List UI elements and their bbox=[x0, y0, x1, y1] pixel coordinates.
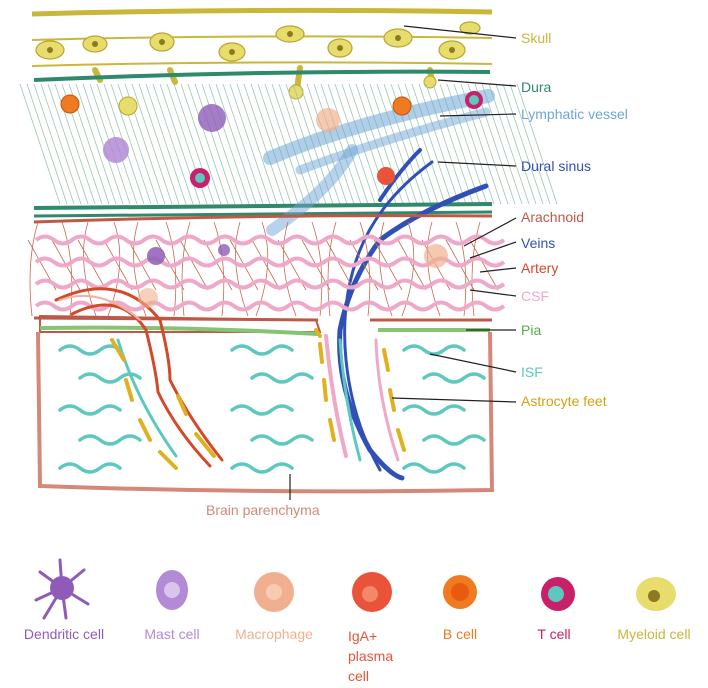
legend-dendritic-cell: Dendritic cell bbox=[6, 626, 122, 642]
label-csf: CSF bbox=[521, 288, 549, 304]
label-arachnoid: Arachnoid bbox=[521, 209, 584, 225]
label-skull: Skull bbox=[521, 30, 551, 46]
legend-t-cell: T cell bbox=[522, 626, 586, 642]
legend-icons bbox=[36, 560, 676, 618]
legend-iga-plasma-cell: IgA+ plasma cell bbox=[348, 626, 396, 686]
myeloid-cell-icon bbox=[636, 577, 676, 611]
label-astrocyte-feet: Astrocyte feet bbox=[521, 393, 607, 409]
label-dura: Dura bbox=[521, 79, 551, 95]
iga-plasma-cell-icon bbox=[352, 572, 392, 612]
pia-and-parenchyma bbox=[34, 316, 492, 491]
macrophage-icon bbox=[254, 572, 294, 612]
t-cell-icon bbox=[541, 577, 575, 611]
skull-layer bbox=[32, 10, 492, 99]
label-dural-sinus: Dural sinus bbox=[521, 158, 591, 174]
label-lymphatic-vessel: Lymphatic vessel bbox=[521, 106, 628, 122]
label-pia: Pia bbox=[521, 322, 541, 338]
label-isf: ISF bbox=[521, 364, 543, 380]
legend-macrophage: Macrophage bbox=[222, 626, 326, 642]
legend-mast-cell: Mast cell bbox=[126, 626, 218, 642]
b-cell-icon bbox=[443, 575, 477, 609]
label-brain-parenchyma: Brain parenchyma bbox=[206, 502, 320, 518]
legend-myeloid-cell: Myeloid cell bbox=[602, 626, 706, 642]
label-artery: Artery bbox=[521, 260, 558, 276]
label-veins: Veins bbox=[521, 235, 555, 251]
isf-waves bbox=[60, 346, 484, 472]
vein-astrocyte-feet bbox=[316, 330, 404, 460]
mast-cell-icon bbox=[156, 570, 188, 610]
legend-b-cell: B cell bbox=[428, 626, 492, 642]
dendritic-cell-icon bbox=[36, 560, 88, 618]
